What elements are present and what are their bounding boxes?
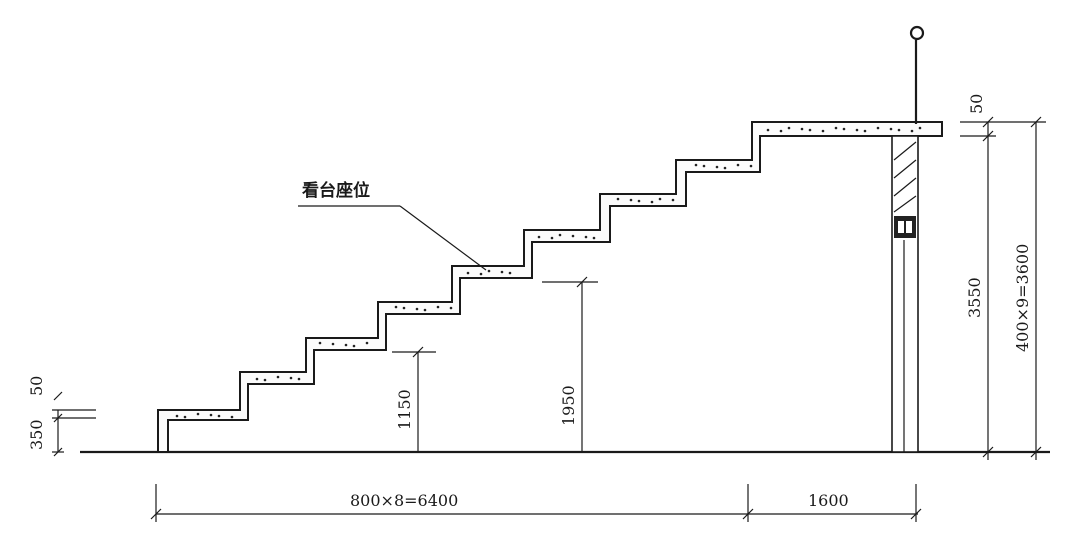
aggregate-dot — [175, 414, 179, 418]
aggregate-dot — [508, 271, 512, 275]
aggregate-dot — [671, 198, 675, 202]
aggregate-dot — [876, 126, 880, 130]
aggregate-dot — [889, 127, 893, 131]
dim-3550-text: 3550 — [965, 277, 984, 318]
aggregate-dot — [658, 197, 662, 201]
seat-label: 看台座位 — [301, 180, 370, 201]
aggregate-dot — [723, 166, 727, 170]
dim-350-text: 350 — [27, 419, 46, 450]
aggregate-dot — [855, 128, 859, 132]
aggregate-dot — [263, 378, 267, 382]
aggregate-dot — [183, 415, 187, 419]
aggregate-dot — [255, 377, 259, 381]
aggregate-dot — [209, 413, 213, 417]
aggregate-dot — [650, 200, 654, 204]
aggregate-dot — [276, 375, 280, 379]
aggregate-dot — [365, 341, 369, 345]
aggregate-dot — [550, 236, 554, 240]
aggregate-dot — [910, 129, 914, 133]
dim-50-right-text: 50 — [967, 94, 986, 114]
aggregate-dot — [394, 305, 398, 309]
aggregate-dot — [352, 344, 356, 348]
aggregate-dot — [584, 235, 588, 239]
column-block — [894, 216, 916, 238]
aggregate-dot — [800, 127, 804, 131]
aggregate-dot — [897, 128, 901, 132]
right-dimension — [960, 116, 1046, 460]
aggregate-dot — [702, 164, 706, 168]
aggregate-dot — [344, 343, 348, 347]
dim-1950-text: 1950 — [559, 385, 578, 426]
aggregate-dot — [297, 377, 301, 381]
aggregate-dot — [571, 234, 575, 238]
support-column — [891, 135, 919, 453]
aggregate-dot — [766, 128, 770, 132]
aggregate-dot — [863, 129, 867, 133]
column-hatch — [893, 141, 917, 213]
aggregate-dot — [736, 163, 740, 167]
aggregate-dot — [834, 126, 838, 130]
aggregate-dot — [423, 308, 427, 312]
aggregate-dot — [592, 236, 596, 240]
stair-slab — [157, 121, 943, 453]
aggregate-dot — [694, 163, 698, 167]
dim-1150-line — [392, 346, 436, 452]
aggregate-dot — [500, 270, 504, 274]
aggregate-dot — [808, 128, 812, 132]
dim-1600-text: 1600 — [808, 491, 849, 510]
aggregate-dot — [558, 233, 562, 237]
dim-50-left-text: 50 — [27, 376, 46, 396]
aggregate-dot — [637, 199, 641, 203]
dim-3600-text: 400×9=3600 — [1013, 244, 1032, 352]
left-dimension — [52, 391, 96, 457]
aggregate-dot — [230, 415, 234, 419]
aggregate-dot — [415, 307, 419, 311]
aggregate-dot — [196, 412, 200, 416]
railing-knob-icon — [909, 25, 925, 41]
aggregate-dot — [629, 198, 633, 202]
aggregate-dot — [616, 197, 620, 201]
slab-aggregate-dots — [175, 126, 922, 419]
aggregate-dot — [487, 269, 491, 273]
aggregate-dot — [436, 305, 440, 309]
aggregate-dot — [217, 414, 221, 418]
aggregate-dot — [466, 271, 470, 275]
aggregate-dot — [779, 129, 783, 133]
aggregate-dot — [289, 376, 293, 380]
aggregate-dot — [842, 127, 846, 131]
aggregate-dot — [787, 126, 791, 130]
aggregate-dot — [479, 272, 483, 276]
dim-1950-line — [542, 276, 598, 452]
dim-1150-text: 1150 — [395, 389, 414, 430]
aggregate-dot — [449, 306, 453, 310]
aggregate-dot — [821, 129, 825, 133]
aggregate-dot — [402, 306, 406, 310]
aggregate-dot — [715, 165, 719, 169]
aggregate-dot — [331, 342, 335, 346]
aggregate-dot — [318, 341, 322, 345]
dim-6400-text: 800×8=6400 — [350, 491, 458, 510]
aggregate-dot — [537, 235, 541, 239]
bottom-dimension — [150, 484, 922, 522]
aggregate-dot — [749, 164, 753, 168]
aggregate-dot — [918, 126, 922, 130]
